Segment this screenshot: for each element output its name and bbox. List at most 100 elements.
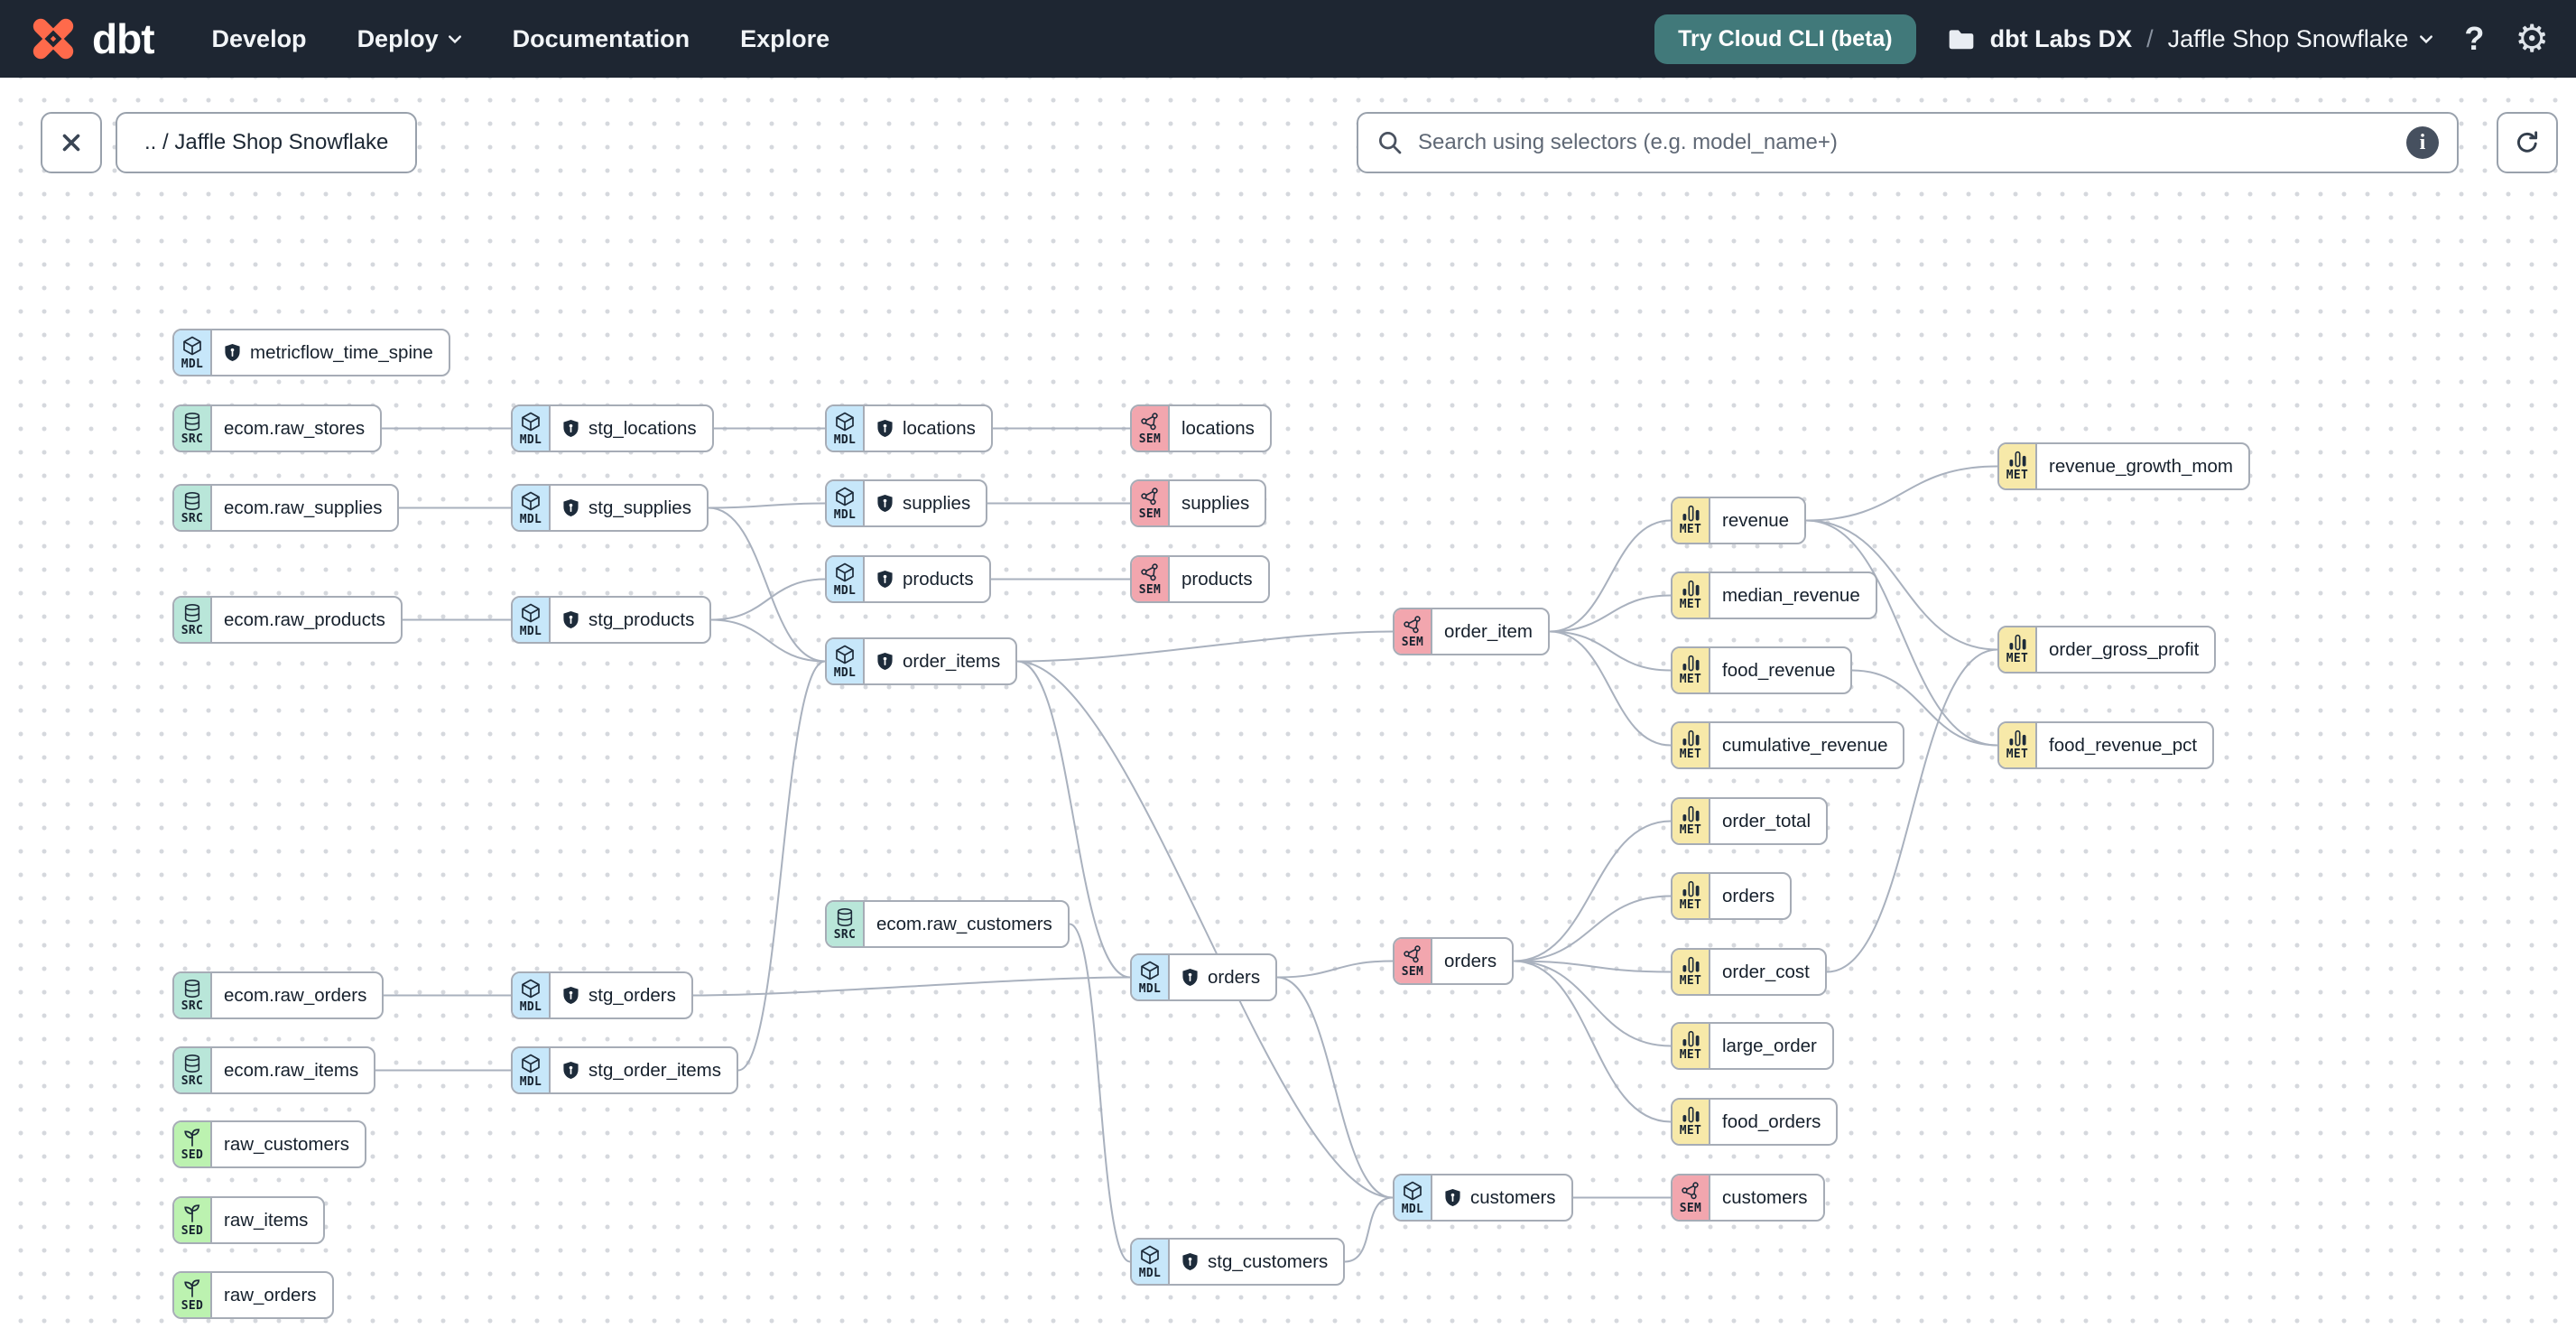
metric-bars-icon [1682, 729, 1700, 747]
menu-explore[interactable]: Explore [740, 24, 830, 52]
node-label-area: locations [1170, 406, 1270, 451]
account-name[interactable]: dbt Labs DX [1989, 24, 2133, 52]
dbt-brand[interactable]: dbt [27, 13, 155, 65]
badge-label: MDL [833, 507, 857, 522]
badge-label: MDL [519, 1074, 542, 1089]
search-input[interactable] [1416, 129, 2394, 156]
node-label: ecom.raw_supplies [224, 497, 383, 518]
chevron-down-icon [448, 34, 461, 43]
lineage-canvas[interactable] [0, 78, 2576, 1338]
help-icon[interactable]: ? [2464, 20, 2485, 57]
try-cloud-cli-button[interactable]: Try Cloud CLI (beta) [1654, 14, 1916, 64]
badge-label: MDL [1138, 981, 1162, 996]
model-badge: MDL [827, 406, 865, 451]
info-icon[interactable]: i [2406, 126, 2439, 159]
node-label: revenue_growth_mom [2049, 455, 2233, 477]
metric-badge: MET [1673, 1100, 1710, 1144]
gear-icon[interactable]: ⚙ [2515, 17, 2549, 60]
metric-bars-icon [1682, 505, 1700, 522]
refresh-button[interactable] [2497, 112, 2558, 173]
project-selector[interactable]: Jaffle Shop Snowflake [2168, 25, 2434, 53]
shield-icon [562, 498, 579, 517]
folder-icon [1949, 30, 1973, 50]
model-badge: MDL [513, 486, 551, 530]
menu-develop[interactable]: Develop [211, 24, 307, 52]
badge-label: SRC [181, 999, 204, 1013]
edge-mdl_orders-mdl_customers [1276, 976, 1394, 1199]
edge-stg_supplies-mdl_supplies [708, 502, 826, 509]
edge-sem_orders-met_orders [1513, 895, 1672, 962]
node-label: food_revenue [1722, 659, 1836, 681]
source-database-icon [182, 1054, 202, 1073]
seed-sprout-icon [182, 1203, 202, 1223]
menu-documentation[interactable]: Documentation [512, 24, 690, 52]
node-label-area: stg_order_items [551, 1048, 737, 1092]
node-label-area: supplies [865, 481, 986, 525]
source-badge: SRC [174, 598, 212, 642]
model-cube-icon [834, 562, 856, 583]
node-label-area: locations [865, 406, 991, 451]
metric-bars-icon [1682, 655, 1700, 672]
graph-breadcrumb[interactable]: .. / Jaffle Shop Snowflake [116, 112, 418, 173]
badge-label: MET [1679, 1124, 1702, 1138]
seed-badge: SED [174, 1122, 212, 1166]
model-badge: MDL [1395, 1175, 1432, 1220]
node-label: revenue [1722, 509, 1790, 531]
edge-sem_orders-met_order_cost [1513, 960, 1672, 973]
node-mdl_supplies[interactable]: MDL supplies [825, 479, 988, 527]
edge-stg_order_items-mdl_order_items [737, 660, 826, 1072]
shield-icon [562, 1061, 579, 1080]
node-label: orders [1722, 885, 1775, 906]
semantic-graph-icon [1403, 944, 1422, 964]
close-lineage-button[interactable] [41, 112, 102, 173]
menu-deploy[interactable]: Deploy [357, 25, 462, 53]
badge-label: MDL [1138, 1266, 1162, 1280]
node-label: stg_orders [588, 984, 676, 1006]
shield-icon [876, 419, 894, 438]
badge-label: SEM [1401, 964, 1424, 979]
seed-sprout-icon [182, 1278, 202, 1298]
edge-mdl_stg_customers-mdl_customers [1344, 1196, 1394, 1263]
node-stg_order_items[interactable]: MDL stg_order_items [511, 1046, 738, 1094]
node-label-area: stg_locations [551, 406, 712, 451]
